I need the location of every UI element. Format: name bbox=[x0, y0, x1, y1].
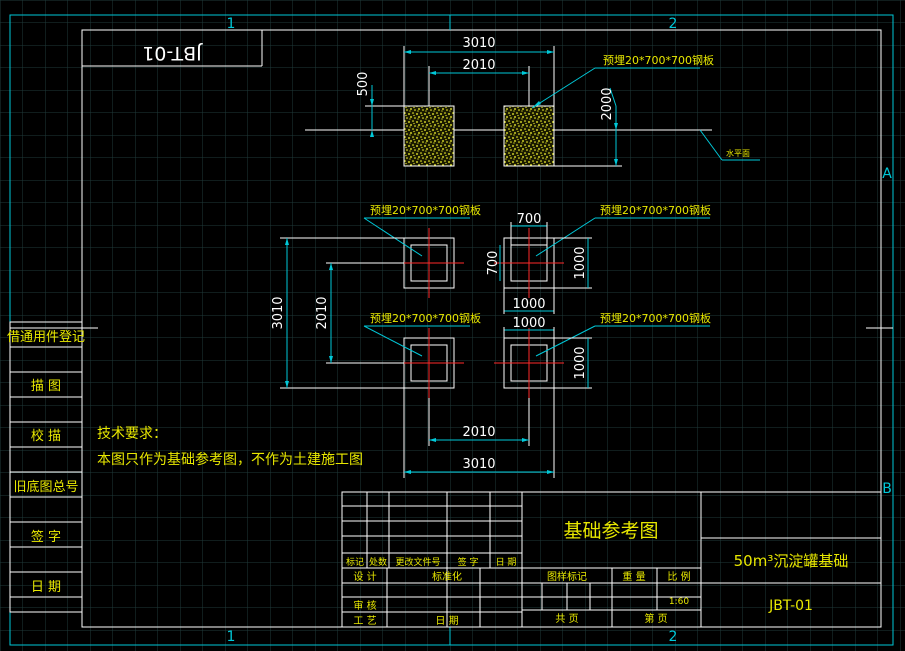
plan-dim-left-outer: 3010 bbox=[271, 296, 286, 329]
side-item-0: 借通用件登记 bbox=[7, 330, 85, 345]
product-name: 50m³沉淀罐基础 bbox=[734, 552, 849, 570]
std-label: 标准化 bbox=[432, 570, 462, 583]
rev-header-0: 标记 bbox=[346, 556, 364, 568]
rev-header-3: 签 字 bbox=[458, 556, 479, 568]
plan-label-tr: 预埋20*700*700钢板 bbox=[600, 203, 711, 217]
elev-plate-label: 预埋20*700*700钢板 bbox=[603, 53, 714, 67]
design-label: 设 计 bbox=[353, 570, 376, 583]
elev-dim-top: 3010 bbox=[462, 36, 495, 51]
side-item-5: 日 期 bbox=[31, 580, 61, 595]
side-item-1: 描 图 bbox=[31, 379, 61, 394]
notes-title: 技术要求： bbox=[97, 426, 167, 442]
rev-header-4: 日 期 bbox=[496, 557, 517, 568]
mirrored-code: JBT-01 bbox=[142, 42, 203, 64]
zone-bottom-1: 1 bbox=[227, 629, 236, 645]
plan-dim-1000-mid: 1000 bbox=[512, 297, 545, 312]
foundation-left bbox=[403, 105, 455, 167]
zone-top-1: 1 bbox=[227, 16, 236, 32]
plan-dim-700-left: 700 bbox=[486, 251, 501, 276]
plan-dim-700-top: 700 bbox=[517, 212, 542, 227]
drawing-name: 基础参考图 bbox=[563, 520, 658, 542]
total-label: 共 页 bbox=[555, 613, 578, 625]
foundation-right bbox=[503, 105, 555, 167]
scale-label: 比 例 bbox=[667, 570, 690, 583]
plan-label-tl: 预埋20*700*700钢板 bbox=[370, 203, 481, 217]
notes-line1: 本图只作为基础参考图，不作为土建施工图 bbox=[97, 451, 363, 468]
sheet-label: 第 页 bbox=[644, 612, 667, 625]
plan-label-bl: 预埋20*700*700钢板 bbox=[370, 311, 481, 325]
zone-right-b: B bbox=[882, 481, 892, 497]
stage-label: 图样标记 bbox=[547, 570, 587, 583]
date-label: 日 期 bbox=[435, 615, 458, 627]
rev-header-2: 更改文件号 bbox=[395, 556, 440, 568]
rev-header-1: 处数 bbox=[369, 556, 387, 568]
plan-dim-left-inner: 2010 bbox=[315, 296, 330, 329]
side-item-3: 旧底图总号 bbox=[13, 479, 78, 495]
title-block: 标记 处数 更改文件号 签 字 日 期 设 计 标准化 审 核 工 艺 日 期 … bbox=[341, 491, 882, 628]
elev-dim-left: 500 bbox=[356, 72, 371, 97]
elev-dim-right: 2000 bbox=[600, 87, 615, 120]
side-panel: 借通用件登记 描 图 校 描 旧底图总号 签 字 日 期 bbox=[7, 321, 85, 613]
plan-dim-1000-right-top: 1000 bbox=[573, 246, 588, 279]
weight-label: 重 量 bbox=[622, 570, 645, 583]
scale-value: 1:60 bbox=[669, 597, 689, 607]
plan-dim-bottom-outer: 3010 bbox=[462, 457, 495, 472]
drawing-code: JBT-01 bbox=[768, 598, 813, 614]
elevation-view: 3010 2010 500 2000 预埋20*700*700钢板 水平面 bbox=[305, 36, 760, 167]
side-item-2: 校 描 bbox=[31, 428, 61, 444]
zone-bottom-2: 2 bbox=[669, 629, 678, 645]
zone-right-a: A bbox=[882, 166, 892, 182]
plan-label-br: 预埋20*700*700钢板 bbox=[600, 311, 711, 325]
review-label: 审 核 bbox=[353, 599, 376, 612]
plan-dim-bottom-inner: 2010 bbox=[462, 425, 495, 440]
side-item-4: 签 字 bbox=[31, 529, 61, 545]
plan-dim-1000-mid2: 1000 bbox=[512, 316, 545, 331]
zone-top-2: 2 bbox=[669, 16, 678, 32]
process-label: 工 艺 bbox=[353, 615, 376, 627]
elev-dim-mid: 2010 bbox=[462, 58, 495, 73]
plan-view: 预埋20*700*700钢板 预埋20*700*700钢板 预埋20*700*7… bbox=[271, 203, 711, 478]
ground-label: 水平面 bbox=[726, 148, 750, 158]
plan-dim-1000-right-bottom: 1000 bbox=[573, 346, 588, 379]
